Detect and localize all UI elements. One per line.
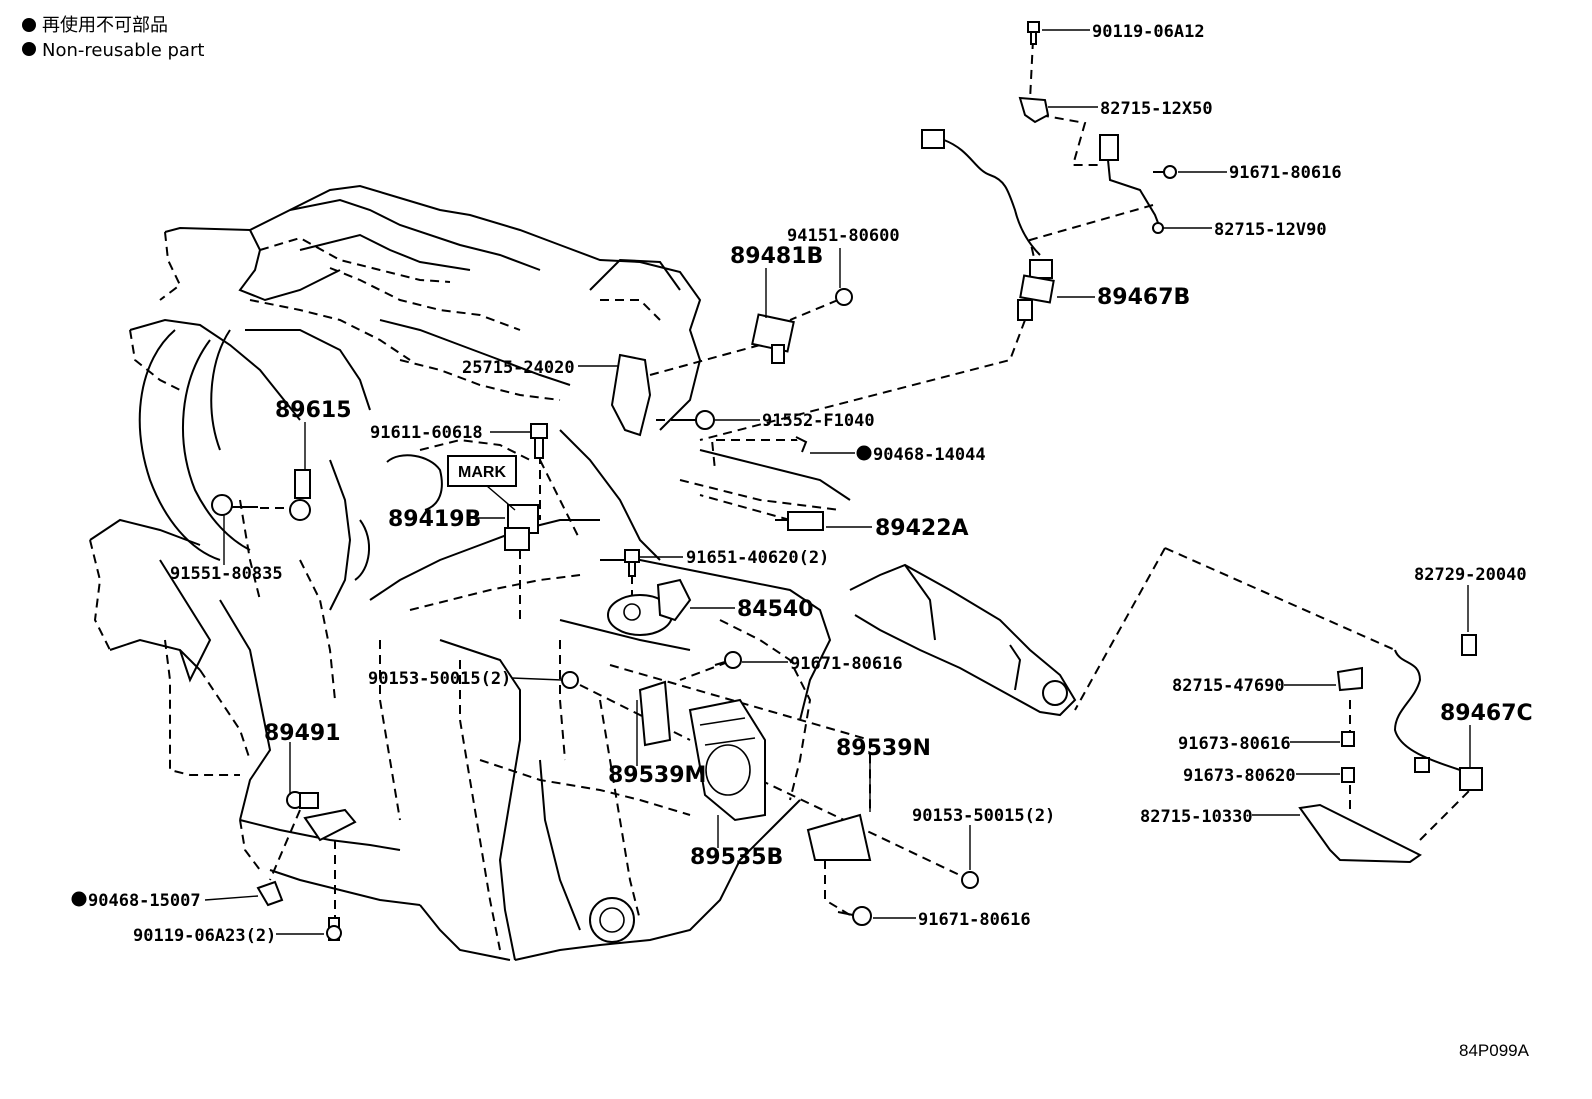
label-90119-06A12: 90119-06A12 bbox=[1092, 22, 1205, 42]
seal-ring-icon bbox=[386, 454, 443, 511]
label-90153-50015-left: 90153-50015(2) bbox=[368, 669, 511, 689]
label-82715-12V90: 82715-12V90 bbox=[1214, 220, 1327, 240]
label-89481B: 89481B bbox=[730, 244, 823, 269]
label-90468-14044: 90468-14044 bbox=[873, 445, 986, 465]
label-89615: 89615 bbox=[275, 398, 352, 423]
label-25715-24020: 25715-24020 bbox=[462, 358, 575, 378]
bracket-82715-47690-icon bbox=[1336, 666, 1363, 692]
sensor-89481B-icon bbox=[751, 313, 795, 364]
label-94151-80600: 94151-80600 bbox=[787, 226, 900, 246]
label-82715-10330: 82715-10330 bbox=[1140, 807, 1253, 827]
switch-84540-icon bbox=[607, 578, 692, 636]
legend-english: Non-reusable part bbox=[42, 40, 204, 61]
bolt-90119-06A12-icon bbox=[1027, 21, 1040, 45]
bolt-91671-80616-bottom-icon bbox=[837, 906, 872, 926]
non-reusable-bullet-icon bbox=[856, 445, 872, 461]
label-89491: 89491 bbox=[264, 721, 341, 746]
label-89467C: 89467C bbox=[1440, 701, 1533, 726]
sensor-89467C-icon bbox=[1393, 649, 1483, 791]
legend: 再使用不可部品 Non-reusable part bbox=[22, 15, 204, 61]
bracket-25715-24020-icon bbox=[610, 353, 652, 437]
bracket-89539N-icon bbox=[806, 813, 872, 861]
sensor-89467B-icon bbox=[1017, 259, 1055, 321]
clip-90468-15007-icon bbox=[256, 880, 284, 907]
label-89419B: 89419B bbox=[388, 507, 481, 532]
engine-assembly-illustration bbox=[89, 184, 1077, 961]
sensor-89615-icon bbox=[289, 469, 311, 521]
nut-90153-50015-left-icon bbox=[561, 671, 579, 689]
connector-89467B-harness-icon bbox=[921, 129, 1041, 256]
label-91673-80616: 91673-80616 bbox=[1178, 734, 1291, 754]
non-reusable-bullet-icon bbox=[22, 18, 36, 32]
bolt-91552-F1040-icon bbox=[674, 410, 715, 430]
label-90468-15007: 90468-15007 bbox=[88, 891, 201, 911]
assembly-lines bbox=[260, 39, 1471, 920]
label-91611-60618: 91611-60618 bbox=[370, 423, 483, 443]
non-reusable-bullet-icon bbox=[71, 891, 87, 907]
label-91673-80620: 91673-80620 bbox=[1183, 766, 1296, 786]
clip-82715-12V90-icon bbox=[1152, 222, 1164, 234]
bolt-91671-80616-top-icon bbox=[1099, 134, 1177, 229]
non-reusable-bullet-icon bbox=[22, 42, 36, 56]
label-89467B: 89467B bbox=[1097, 285, 1190, 310]
legend-japanese: 再使用不可部品 bbox=[42, 15, 168, 36]
label-84540: 84540 bbox=[737, 597, 814, 622]
mark-callout: MARK bbox=[447, 455, 517, 487]
bolt-91671-80616-mid-icon bbox=[714, 651, 742, 669]
label-82715-47690: 82715-47690 bbox=[1172, 676, 1285, 696]
bolt-91551-80835-icon bbox=[211, 494, 258, 516]
part-labels: 90119-06A12 82715-12X50 91671-80616 8271… bbox=[71, 22, 1533, 946]
label-91552-F1040: 91552-F1040 bbox=[762, 411, 875, 431]
bracket-82715-12X50-icon bbox=[1018, 96, 1050, 124]
bolt-90119-06A23-icon bbox=[326, 917, 342, 941]
bolt-91651-40620-icon bbox=[624, 549, 640, 577]
bracket-89539M-icon bbox=[638, 680, 672, 747]
label-82729-20040: 82729-20040 bbox=[1414, 565, 1527, 585]
sensor-89422A-icon bbox=[775, 511, 824, 531]
clamp-82729-20040-icon bbox=[1461, 634, 1477, 656]
label-89422A: 89422A bbox=[875, 516, 969, 541]
mark-label: MARK bbox=[458, 464, 506, 481]
nut-94151-80600-icon bbox=[835, 288, 853, 306]
clip-90468-14044-icon bbox=[795, 436, 808, 453]
label-91671-80616-top: 91671-80616 bbox=[1229, 163, 1342, 183]
bolt-91673-80616-icon bbox=[1341, 731, 1355, 747]
bolt-91611-60618-icon bbox=[530, 423, 548, 459]
sensor-89419B-icon bbox=[504, 504, 539, 551]
label-89539N: 89539N bbox=[836, 736, 931, 761]
label-89539M: 89539M bbox=[608, 763, 706, 788]
label-82715-12X50: 82715-12X50 bbox=[1100, 99, 1213, 119]
label-90153-50015-right: 90153-50015(2) bbox=[912, 806, 1055, 826]
label-90119-06A23: 90119-06A23(2) bbox=[133, 926, 276, 946]
bolt-91673-80620-icon bbox=[1341, 767, 1355, 783]
ecu-89535B-icon bbox=[688, 698, 766, 822]
label-leaders bbox=[204, 29, 1471, 935]
diagram-code: 84P099A bbox=[1459, 1041, 1530, 1060]
nut-90153-50015-right-icon bbox=[961, 871, 979, 889]
label-91651-40620: 91651-40620(2) bbox=[686, 548, 829, 568]
part-glyphs bbox=[211, 21, 1483, 941]
label-91671-80616-mid: 91671-80616 bbox=[790, 654, 903, 674]
label-91671-80616-bottom: 91671-80616 bbox=[918, 910, 1031, 930]
label-91551-80835: 91551-80835 bbox=[170, 564, 283, 584]
sensor-89491-icon bbox=[286, 791, 357, 842]
bracket-82715-10330-icon bbox=[1298, 803, 1422, 864]
label-89535B: 89535B bbox=[690, 845, 783, 870]
